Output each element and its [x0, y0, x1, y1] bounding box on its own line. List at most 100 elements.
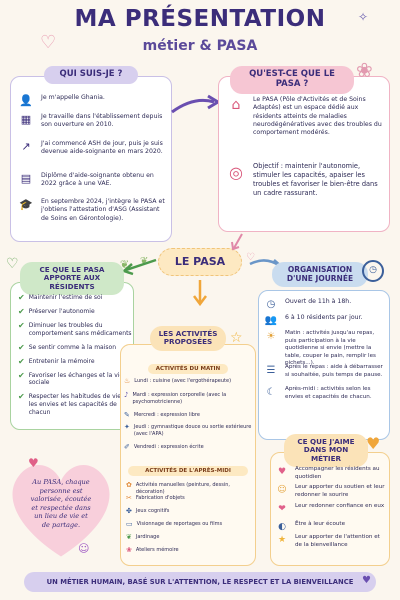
apport-item: ✔Favoriser les échanges et la vie social…: [18, 370, 124, 387]
organisation-item: ☀ Matin : activités jusqu'au repas, puis…: [264, 330, 386, 368]
heart-icon: ♡: [246, 252, 255, 263]
pasa-objective: ◎ Objectif : maintenir l'autonomie, stim…: [226, 162, 386, 198]
smile-icon: ☺: [277, 485, 287, 495]
arrow-connector: [193, 280, 207, 307]
aime-item: ☺ Leur apporter du soutien et leur redon…: [277, 484, 385, 498]
moon-icon: ☾: [266, 387, 276, 398]
hug-icon: ❤: [278, 504, 286, 514]
clock-icon: ◷: [362, 260, 384, 282]
check-icon: ✔: [18, 307, 25, 316]
check-icon: ✔: [18, 370, 25, 380]
organisation-item: ☰ Après le repas : aide à débarrasser si…: [264, 364, 386, 379]
footer-banner: UN MÉTIER HUMAIN, BASÉ SUR L'ATTENTION, …: [24, 572, 376, 592]
activites-matin-label: ACTIVITÉS DU MATIN: [148, 364, 228, 374]
apport-item: ✔Se sentir comme à la maison: [18, 342, 117, 352]
organisation-item: 👥 6 à 10 résidents par jour.: [264, 314, 363, 326]
page-title: MA PRÉSENTATION: [74, 6, 326, 32]
activites-label: LES ACTIVITÉS PROPOSÉES: [150, 326, 226, 351]
apport-item: ✔Entretenir la mémoire: [18, 356, 95, 366]
activite-am-item: ✂Fabrication d'objets: [126, 494, 185, 502]
graduation-cap-icon: 🎓: [19, 198, 33, 211]
organisation-label: ORGANISATION D'UNE JOURNÉE: [272, 262, 368, 288]
qui-item: 👤 Je m'appelle Ghania.: [19, 94, 105, 107]
apport-list: ✔Maintenir l'estime de soi ✔Préserver l'…: [18, 294, 132, 423]
aime-label: CE QUE J'AIME DANS MON MÉTIER: [284, 434, 368, 467]
aime-item: ♥ Accompagner les résidents au quotidien: [277, 466, 380, 480]
activites-am-label: ACTIVITÉS DE L'APRÈS-MIDI: [128, 466, 248, 476]
heart-icon: ♥: [366, 434, 381, 453]
check-icon: ✔: [18, 342, 25, 352]
sun-icon: ☀: [266, 331, 276, 342]
activite-matin-item: ✐Vendredi : expression écrite: [124, 443, 204, 451]
check-icon: ✔: [18, 356, 25, 366]
arrow-connector: [121, 258, 157, 276]
activite-am-item: ❦Jardinage: [126, 533, 160, 541]
scissors-icon: ✂: [126, 494, 132, 502]
heart-icon: ♡: [6, 256, 19, 272]
check-icon: ✔: [18, 293, 25, 302]
cooking-icon: ♨: [124, 377, 131, 385]
memory-icon: ❀: [126, 546, 132, 554]
dance-icon: ♪: [124, 391, 129, 399]
ear-icon: ◐: [278, 522, 286, 532]
pasa-definition: ⌂ Le PASA (Pôle d'Activités et de Soins …: [226, 96, 386, 138]
check-icon: ✔: [18, 321, 25, 330]
heart-icon: ♡: [40, 32, 57, 53]
activite-matin-item: ✎Mercredi : expression libre: [124, 411, 200, 419]
star-icon: ☆: [230, 330, 243, 346]
certificate-icon: ▤: [20, 172, 32, 185]
page-subtitle: métier & PASA: [142, 38, 258, 54]
heart-icon: ♥: [28, 456, 39, 470]
activites-card: [120, 344, 256, 566]
activite-am-item: ✿Activités manuelles (peinture, dessin, …: [126, 481, 230, 495]
exercise-icon: ✦: [124, 423, 130, 431]
palette-icon: ✿: [126, 481, 132, 489]
activite-am-item: ▭Visionnage de reportages ou films: [126, 520, 223, 528]
house-heart-icon: ⌂: [231, 97, 241, 113]
aime-card: [270, 452, 390, 566]
qui-item: ▦ Je travaille dans l'établissement depu…: [18, 113, 168, 130]
activite-matin-item: ♪Mardi : expression corporelle (avec la …: [124, 391, 227, 405]
leaf-icon: ❦: [140, 256, 149, 267]
tv-icon: ▭: [126, 520, 133, 528]
qui-item: 🎓 En septembre 2024, j'intègre le PASA e…: [19, 198, 165, 222]
aime-item: ◐ Être à leur écoute: [276, 521, 388, 533]
footer-text: UN MÉTIER HUMAIN, BASÉ SUR L'ATTENTION, …: [46, 578, 354, 586]
quote-text: Au PASA, chaque personne est valorisée, …: [30, 478, 92, 529]
puzzle-icon: ✤: [126, 507, 132, 515]
center-pasa-badge: [158, 248, 242, 276]
apport-item: ✔Préserver l'autonomie: [18, 307, 95, 316]
activite-matin-item: ✦Jeudi : gymnastique douce ou sortie ext…: [124, 423, 252, 437]
aime-item: ★ Leur apporter de l'attention et de la …: [277, 534, 380, 548]
dishes-icon: ☰: [266, 365, 276, 376]
heart-icon: ♥: [362, 575, 371, 586]
pasa-definition-label: QU'EST-CE QUE LE PASA ?: [230, 66, 354, 94]
star-icon: ★: [277, 535, 287, 545]
calendar-icon: ▦: [20, 113, 32, 126]
organisation-item: ☾ Après-midi : activités selon les envie…: [264, 386, 386, 401]
arrow-connector: [231, 233, 243, 251]
pasa-definition-card: [218, 76, 390, 232]
target-icon: ◎: [229, 163, 243, 182]
pen-icon: ✐: [124, 443, 130, 451]
qui-item: ↗ J'ai commencé ASH de jour, puis je sui…: [18, 140, 168, 157]
activite-am-item: ❀Ateliers mémoire: [126, 546, 179, 554]
group-icon: 👥: [264, 315, 278, 326]
activite-am-item: ✤Jeux cognitifs: [126, 507, 170, 515]
quote-heart-shape: [12, 465, 110, 557]
aime-item: ❤ Leur redonner confiance en eux: [276, 503, 388, 515]
center-pasa-label: LE PASA: [174, 255, 226, 268]
apport-item: ✔Respecter les habitudes de vie, les env…: [18, 392, 123, 416]
qui-suis-je-label: QUI SUIS-JE ?: [44, 66, 138, 84]
apport-item: ✔Diminuer les troubles du comportement s…: [18, 321, 132, 337]
organisation-card: [258, 290, 390, 440]
smile-icon: ☺: [78, 542, 90, 555]
speech-icon: ✎: [124, 411, 130, 419]
activite-matin-item: ♨Lundi : cuisine (avec l'ergothérapeute): [124, 377, 232, 385]
organisation-item: ◷ Ouvert de 11h à 18h.: [264, 298, 386, 312]
apport-label: CE QUE LE PASA APPORTE AUX RÉSIDENTS: [20, 262, 124, 295]
check-icon: ✔: [18, 392, 25, 402]
trend-up-icon: ↗: [21, 140, 31, 153]
heart-icon: ♥: [277, 467, 287, 477]
apport-item: ✔Maintenir l'estime de soi: [18, 293, 103, 302]
